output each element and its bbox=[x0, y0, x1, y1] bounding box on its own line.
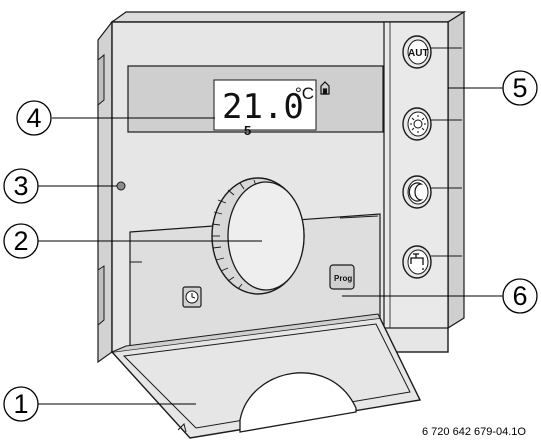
svg-text:1: 1 bbox=[13, 389, 28, 419]
prog-button-label: Prog bbox=[334, 274, 352, 283]
clock-icon bbox=[185, 290, 199, 304]
sun-icon bbox=[410, 115, 426, 133]
lcd-display: 21.0 °C 5 bbox=[127, 65, 384, 138]
callout-6: 6 bbox=[502, 278, 538, 314]
callout-3: 3 bbox=[3, 168, 39, 204]
tap-icon bbox=[410, 253, 424, 270]
lcd-unit: °C bbox=[295, 84, 314, 103]
svg-text:4: 4 bbox=[26, 103, 41, 133]
svg-text:3: 3 bbox=[13, 171, 28, 201]
day-mode-button[interactable] bbox=[402, 107, 462, 141]
svg-text:2: 2 bbox=[13, 226, 28, 256]
callout-4: 4 bbox=[16, 100, 52, 136]
side-vents bbox=[97, 53, 105, 327]
lcd-temperature: 21.0 bbox=[222, 87, 304, 127]
night-mode-button[interactable] bbox=[402, 175, 462, 209]
callout-5: 5 bbox=[502, 70, 538, 106]
svg-text:6: 6 bbox=[512, 281, 527, 311]
auto-button-label: AUT bbox=[408, 48, 429, 59]
callout-2: 2 bbox=[3, 223, 39, 259]
auto-button[interactable]: AUT bbox=[402, 35, 462, 69]
callout-1: 1 bbox=[3, 386, 39, 422]
callout-lines bbox=[38, 87, 503, 405]
svg-text:5: 5 bbox=[512, 73, 527, 103]
lcd-program-number: 5 bbox=[244, 123, 251, 138]
front-flap[interactable] bbox=[110, 313, 422, 439]
indicator-led bbox=[116, 181, 126, 191]
hot-water-button[interactable] bbox=[402, 245, 462, 279]
moon-icon bbox=[408, 182, 424, 202]
reference-code: 6 720 642 679-04.1O bbox=[422, 426, 526, 438]
prog-button[interactable]: Prog bbox=[329, 264, 355, 290]
rotary-knob[interactable] bbox=[211, 177, 305, 295]
house-icon bbox=[320, 81, 330, 95]
clock-button[interactable] bbox=[182, 286, 202, 308]
